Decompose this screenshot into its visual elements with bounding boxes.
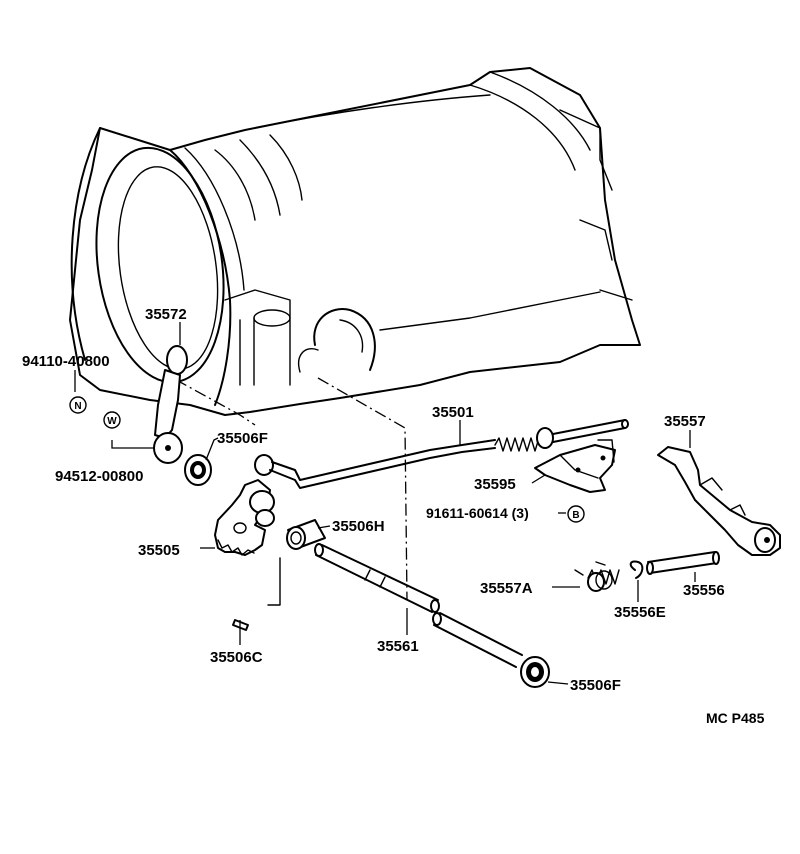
torsion-spring: [574, 561, 620, 592]
part-labels: 35572 94110-40800 94512-00800 35506F 355…: [22, 306, 765, 726]
svg-text:B: B: [572, 510, 579, 521]
detent-lever: [214, 479, 275, 556]
label-35506c: 35506C: [210, 649, 263, 666]
w-marker: W: [103, 411, 121, 429]
label-35595: 35595: [474, 476, 516, 493]
label-35556: 35556: [683, 582, 725, 599]
svg-text:N: N: [74, 401, 81, 412]
b-marker: B: [567, 505, 585, 523]
e-clip-and-pin: [629, 551, 720, 579]
spring-pin: [232, 557, 281, 631]
neutral-switch-bracket: [153, 345, 188, 464]
label-35557: 35557: [664, 413, 706, 430]
bushing: [286, 519, 326, 550]
label-94512-00800: 94512-00800: [55, 468, 143, 485]
label-91611-60614: 91611-60614 (3): [426, 505, 529, 521]
label-35506h: 35506H: [332, 518, 385, 535]
shift-rod: [254, 419, 629, 489]
reference-lines: [167, 357, 408, 601]
n-marker: N: [69, 396, 87, 414]
svg-text:W: W: [107, 416, 117, 427]
manual-shaft: [314, 543, 523, 668]
label-35505: 35505: [138, 542, 180, 559]
leader-lines: [74, 322, 696, 685]
label-35506f-lower: 35506F: [570, 677, 621, 694]
label-35561: 35561: [377, 638, 419, 655]
label-35557a: 35557A: [480, 580, 533, 597]
symbol-markers: N W B: [69, 396, 585, 523]
footer-code: MC P485: [706, 710, 765, 726]
label-35572: 35572: [145, 306, 187, 323]
label-35556e: 35556E: [614, 604, 666, 621]
label-35501: 35501: [432, 404, 474, 421]
control-lever: [657, 446, 781, 556]
label-94110-40800: 94110-40800: [22, 353, 110, 370]
oil-seal-lower: [520, 656, 550, 688]
cable-bracket: [534, 439, 616, 493]
label-35506f-upper: 35506F: [217, 430, 268, 447]
transmission-housing: [69, 67, 641, 416]
oil-seal-upper: [184, 454, 212, 486]
